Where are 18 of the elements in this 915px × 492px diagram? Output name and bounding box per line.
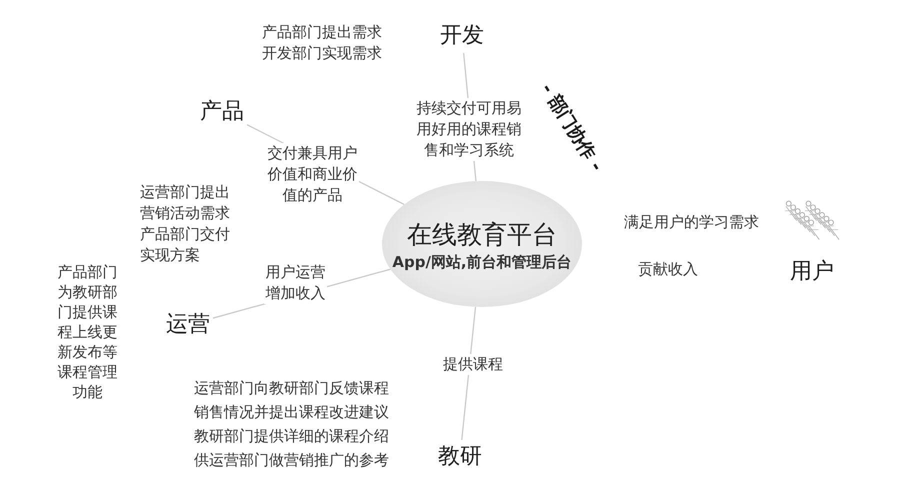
department-name: 教研 bbox=[438, 443, 482, 471]
platform-ellipse bbox=[382, 181, 582, 307]
annotation-text: 产品部门为教研部门提供课程上线更新发布等课程管理功能 bbox=[56, 262, 118, 402]
platform-subtitle: App/网站,前台和管理后台 bbox=[392, 252, 572, 273]
annotation-text: 贡献收入 bbox=[638, 259, 698, 280]
edge-label: 持续交付可用易用好用的课程销售和学习系统 bbox=[415, 98, 523, 161]
platform-title: 在线教育平台 bbox=[407, 219, 557, 251]
edge-label: 用户运营增加收入 bbox=[264, 262, 327, 304]
user-group-name: 用户 bbox=[790, 258, 834, 286]
department-name: 运营 bbox=[166, 311, 210, 339]
annotation-text: 运营部门提出营销活动需求产品部门交付实现方案 bbox=[140, 182, 231, 266]
department-name: 产品 bbox=[200, 98, 244, 126]
annotation-text: 满足用户的学习需求 bbox=[624, 212, 759, 233]
annotation-text: 运营部门向教研部门反馈课程销售情况并提出课程改进建议教研部门提供详细的课程介绍供运营部门做营销推广的参考 bbox=[194, 378, 390, 471]
annotation-text: 产品部门提出需求开发部门实现需求 bbox=[262, 22, 383, 64]
edge-label: 提供课程 bbox=[443, 354, 503, 375]
section-title: - 部门协作 - bbox=[536, 79, 608, 175]
department-name: 开发 bbox=[440, 22, 484, 50]
